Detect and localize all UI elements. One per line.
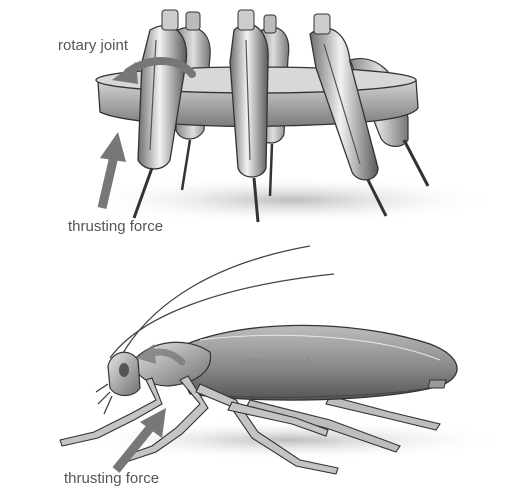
robot-shadow [80, 176, 500, 224]
top-thrusting-force-label: thrusting force [68, 218, 163, 235]
bottom-rotary-joint-label: rotary joint [240, 354, 310, 371]
bottom-thrusting-force-label: thrusting force [64, 470, 159, 487]
top-rotary-joint-label: rotary joint [58, 37, 128, 54]
robot-illustration [80, 10, 500, 224]
